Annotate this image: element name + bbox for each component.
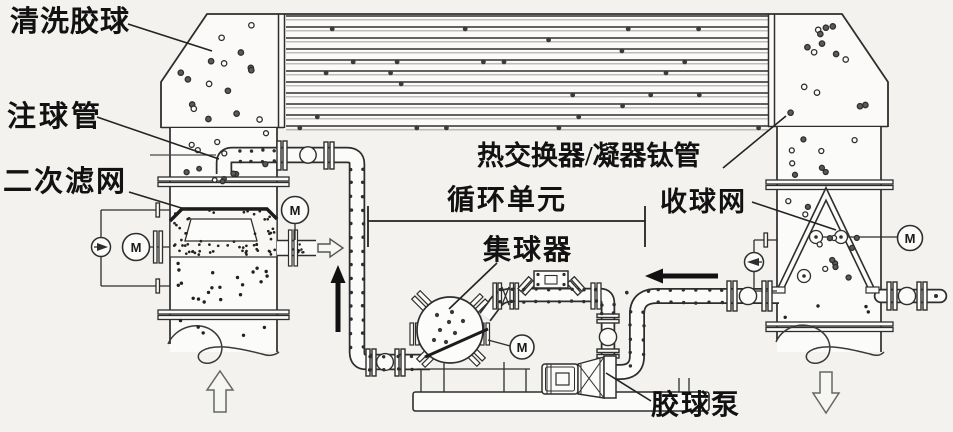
motor-symbol: M: [131, 240, 142, 255]
filter-top-motor-icon: [280, 195, 310, 225]
return-left-arrow-icon: [645, 268, 718, 284]
left-pipe-instruments: [90, 195, 310, 294]
pipe-break-squiggles: [167, 324, 885, 365]
label-ball-collector: 集球器: [483, 235, 574, 266]
ball-collector: [409, 289, 535, 369]
filter-stipple: [172, 209, 305, 256]
inlet-up-hollow-arrow-icon: [205, 369, 235, 413]
bridge-box-bolts: [536, 272, 566, 287]
tube-sheets: [277, 14, 776, 128]
circulation-unit-bracket: [367, 206, 646, 247]
pump-discharge-bridge-pipe: [479, 287, 616, 360]
unit-base: [412, 362, 710, 412]
ball-return-pipe: [610, 288, 779, 380]
right-pipe-instruments: [743, 232, 777, 292]
pipe-bolt-dots: [238, 148, 724, 372]
label-circulation-unit: 循环单元: [447, 185, 568, 216]
leader-lines: [96, 23, 837, 402]
balls-in-waterboxes: [177, 21, 869, 123]
balls-in-tubes: [297, 26, 761, 131]
outlet-down-hollow-arrow-icon: [811, 371, 841, 415]
label-secondary-filter: 二次滤网: [3, 166, 128, 198]
net-motor-icon: [896, 224, 924, 252]
balls-in-pipes: [176, 130, 870, 337]
riser-up-arrow-icon: [330, 265, 346, 332]
filter-motor-icon: [121, 232, 151, 262]
motor-symbol: M: [517, 340, 528, 355]
flow-arrows: [205, 265, 841, 415]
condenser-tube-bundle: [286, 15, 768, 131]
bridge-fittings: [492, 270, 602, 310]
label-heat-exchanger-tubes: 热交换器/凝器钛管: [477, 141, 701, 171]
filter-outlet-pipe: [277, 229, 345, 267]
collector-motor-icon: [509, 334, 535, 360]
flow-out-right-arrow-icon: [317, 237, 345, 259]
ball-collecting-net: [771, 185, 924, 294]
secondary-filter: [168, 207, 279, 258]
motor-symbol: M: [290, 203, 301, 218]
label-cleaning-balls: 清洗胶球: [10, 6, 131, 38]
label-ball-collecting-net: 收球网: [660, 187, 747, 217]
motor-symbol: M: [905, 231, 916, 246]
label-ball-injection-pipe: 注球管: [7, 101, 104, 133]
injection-valve: [276, 140, 335, 171]
ball-pump: [541, 355, 617, 399]
label-ball-pump: 胶球泵: [651, 390, 742, 421]
